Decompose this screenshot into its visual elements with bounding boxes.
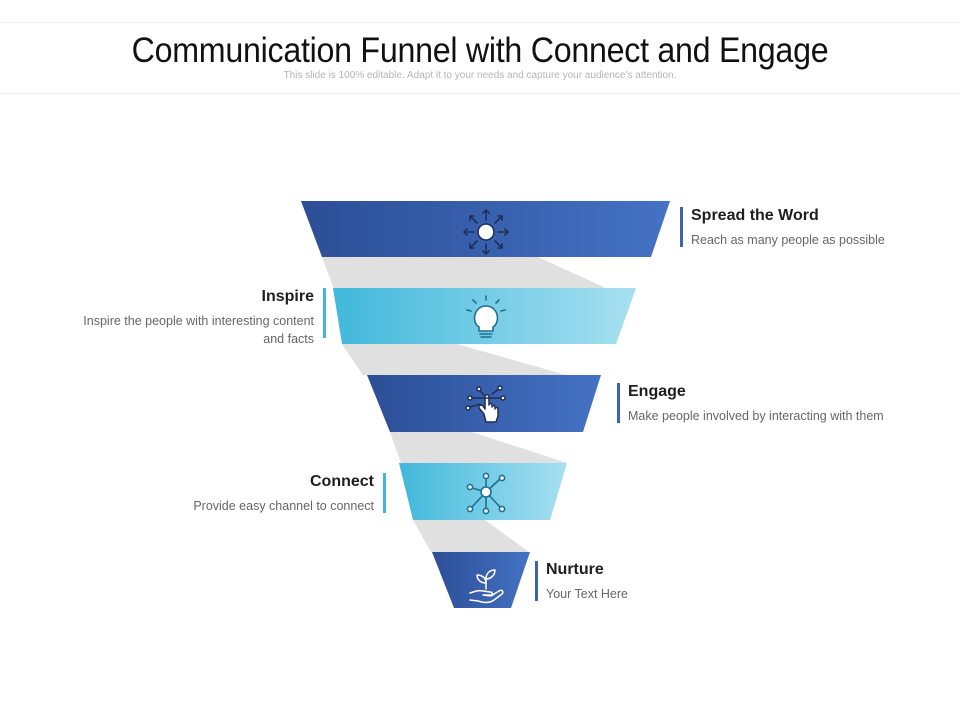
lightbulb-icon (466, 295, 506, 338)
touch-hand-icon (465, 385, 506, 423)
accent-bar (323, 288, 326, 338)
slide-title: Communication Funnel with Connect and En… (131, 31, 829, 70)
funnel-tier-3 (367, 375, 601, 432)
hand-sprout-icon (469, 569, 504, 604)
accent-bar (535, 561, 538, 601)
stage-5-label: Nurture Your Text Here (535, 561, 746, 603)
stage-3-heading: Engage (628, 383, 686, 400)
stage-5-heading: Nurture (546, 561, 604, 578)
stage-1-heading: Spread the Word (691, 207, 819, 224)
slide-subtitle: This slide is 100% editable. Adapt it to… (283, 70, 677, 81)
slide-header: Communication Funnel with Connect and En… (0, 22, 960, 94)
stage-4-description: Provide easy channel to connect (193, 499, 374, 513)
connector-2 (342, 344, 566, 375)
funnel-tier-5 (432, 552, 530, 608)
network-icon (466, 472, 506, 515)
spread-arrows-icon (463, 209, 509, 255)
connector-3 (390, 432, 567, 463)
stage-4-heading: Connect (310, 473, 374, 490)
stage-4-label: Connect Provide easy channel to connect (170, 473, 386, 515)
stage-2-description: Inspire the people with interesting cont… (83, 314, 314, 346)
stage-3-label: Engage Make people involved by interacti… (617, 383, 948, 425)
accent-bar (680, 207, 683, 247)
stage-1-label: Spread the Word Reach as many people as … (680, 207, 951, 249)
stage-2-label: Inspire Inspire the people with interest… (60, 288, 326, 348)
accent-bar (383, 473, 386, 513)
connector-4 (413, 520, 529, 552)
accent-bar (617, 383, 620, 423)
connector-1 (322, 257, 608, 289)
stage-1-description: Reach as many people as possible (691, 233, 885, 247)
stage-3-description: Make people involved by interacting with… (628, 409, 884, 423)
stage-5-description: Your Text Here (546, 587, 628, 601)
stage-2-heading: Inspire (261, 288, 314, 305)
